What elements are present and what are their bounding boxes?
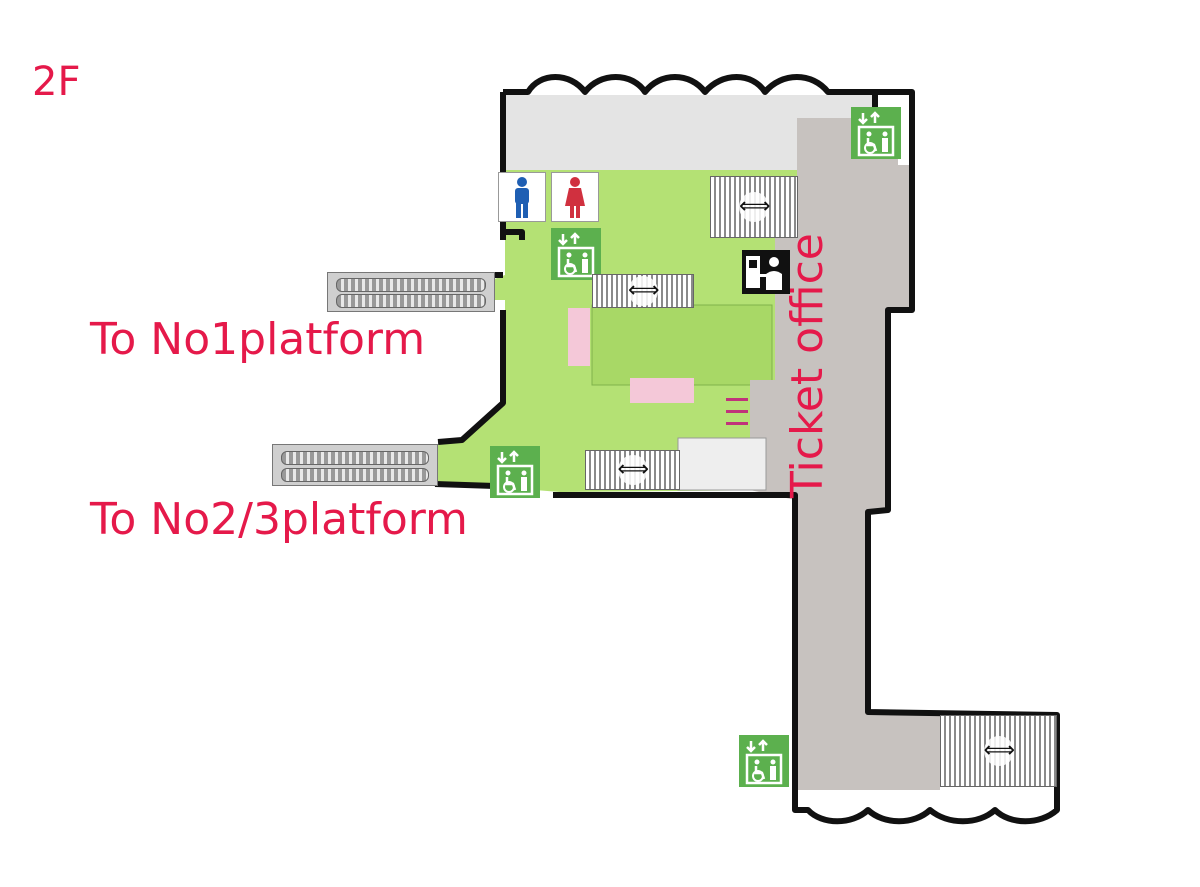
inner-block bbox=[591, 304, 773, 386]
pink-zone bbox=[568, 308, 590, 366]
gate-arrow-icon: ⟺ bbox=[628, 276, 660, 306]
stairs bbox=[726, 410, 748, 413]
ticket-gate-icon: ⟺ bbox=[940, 715, 1057, 787]
gate-arrow-icon: ⟺ bbox=[739, 192, 771, 222]
room bbox=[677, 437, 767, 491]
escalator-icon bbox=[327, 272, 495, 312]
elevator-icon bbox=[551, 228, 601, 280]
elevator-icon bbox=[851, 107, 901, 159]
ticket-gate-icon: ⟺ bbox=[585, 450, 680, 490]
floor-label: 2F bbox=[32, 59, 81, 105]
elevator-icon bbox=[739, 735, 789, 787]
ticket-machine-icon bbox=[742, 250, 790, 294]
to-platform-23-label: To No2/3platform bbox=[90, 494, 468, 545]
outer-wall bbox=[434, 92, 525, 489]
mens-restroom-icon bbox=[498, 172, 546, 222]
escalator-icon bbox=[272, 444, 438, 486]
ticket-gate-icon: ⟺ bbox=[592, 274, 694, 308]
ticket-gate-icon: ⟺ bbox=[710, 176, 798, 238]
to-platform-1-label: To No1platform bbox=[90, 314, 426, 365]
elevator-icon bbox=[490, 446, 540, 498]
stairs bbox=[726, 398, 748, 401]
gate-arrow-icon: ⟺ bbox=[983, 736, 1015, 766]
outer-wall bbox=[503, 74, 1060, 825]
womens-restroom-icon bbox=[551, 172, 599, 222]
stairs bbox=[726, 422, 748, 425]
ticket-office-label: Ticket office bbox=[782, 233, 833, 498]
gate-arrow-icon: ⟺ bbox=[617, 455, 649, 485]
pink-zone bbox=[630, 378, 694, 403]
